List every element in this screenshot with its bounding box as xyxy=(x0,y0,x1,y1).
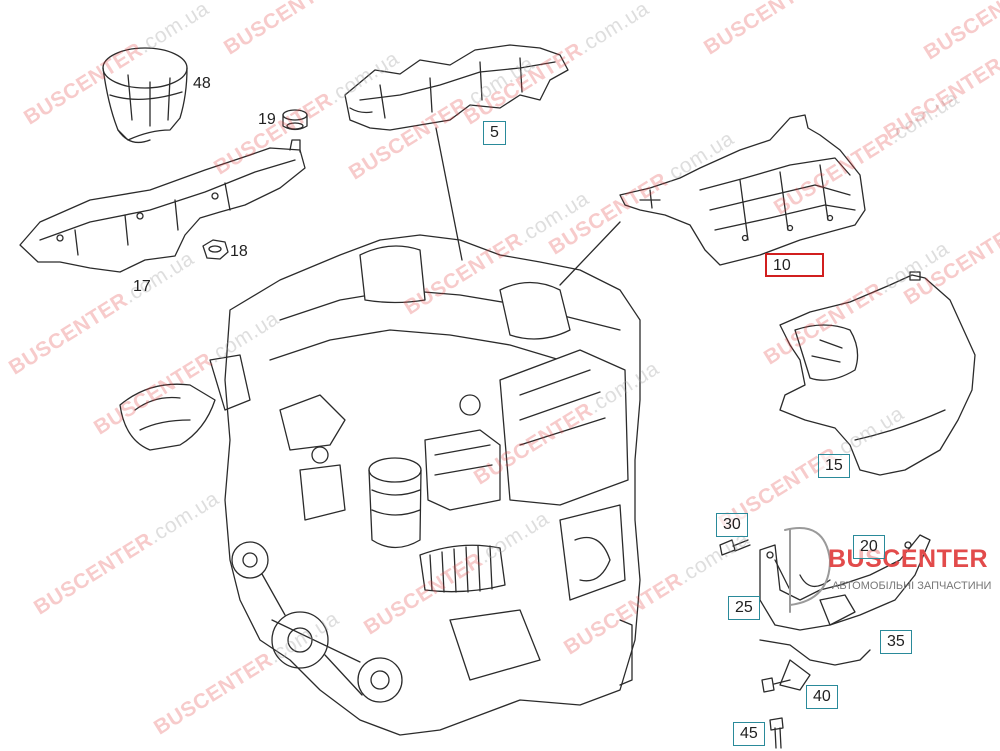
part-callout-20[interactable]: 20 xyxy=(853,535,885,559)
part-15-side-cover xyxy=(779,271,976,476)
part-callout-40[interactable]: 40 xyxy=(806,685,838,709)
part-19-grommet xyxy=(282,109,308,131)
leader-5 xyxy=(435,127,463,261)
part-callout-5[interactable]: 5 xyxy=(483,121,506,145)
part-label-17: 17 xyxy=(133,278,151,295)
part-18-nut xyxy=(202,239,229,260)
part-30-bolt xyxy=(719,539,751,556)
part-40-screw xyxy=(761,677,791,693)
part-45-bolt xyxy=(769,717,784,749)
part-callout-15[interactable]: 15 xyxy=(818,454,850,478)
part-callout-35[interactable]: 35 xyxy=(880,630,912,654)
leader-10 xyxy=(559,221,621,286)
part-label-19: 19 xyxy=(258,111,276,128)
logo-emblem xyxy=(784,527,831,613)
part-17-heat-shield xyxy=(19,139,306,273)
part-5-heat-shield xyxy=(344,44,569,131)
engine-assembly xyxy=(119,234,641,736)
part-label-18: 18 xyxy=(230,243,248,260)
part-callout-45[interactable]: 45 xyxy=(733,722,765,746)
part-callout-10-highlighted[interactable]: 10 xyxy=(765,253,824,277)
logo-brand: BUSCENTER xyxy=(828,545,989,573)
part-callout-25[interactable]: 25 xyxy=(728,596,760,620)
bracket-assembly xyxy=(759,534,931,691)
logo-subtitle: АВТОМОБІЛЬНІ ЗАПЧАСТИНИ xyxy=(832,580,992,592)
part-label-48: 48 xyxy=(193,75,211,92)
part-10-engine-cover xyxy=(619,114,866,266)
part-48-heat-sleeve xyxy=(102,47,188,144)
part-callout-30[interactable]: 30 xyxy=(716,513,748,537)
